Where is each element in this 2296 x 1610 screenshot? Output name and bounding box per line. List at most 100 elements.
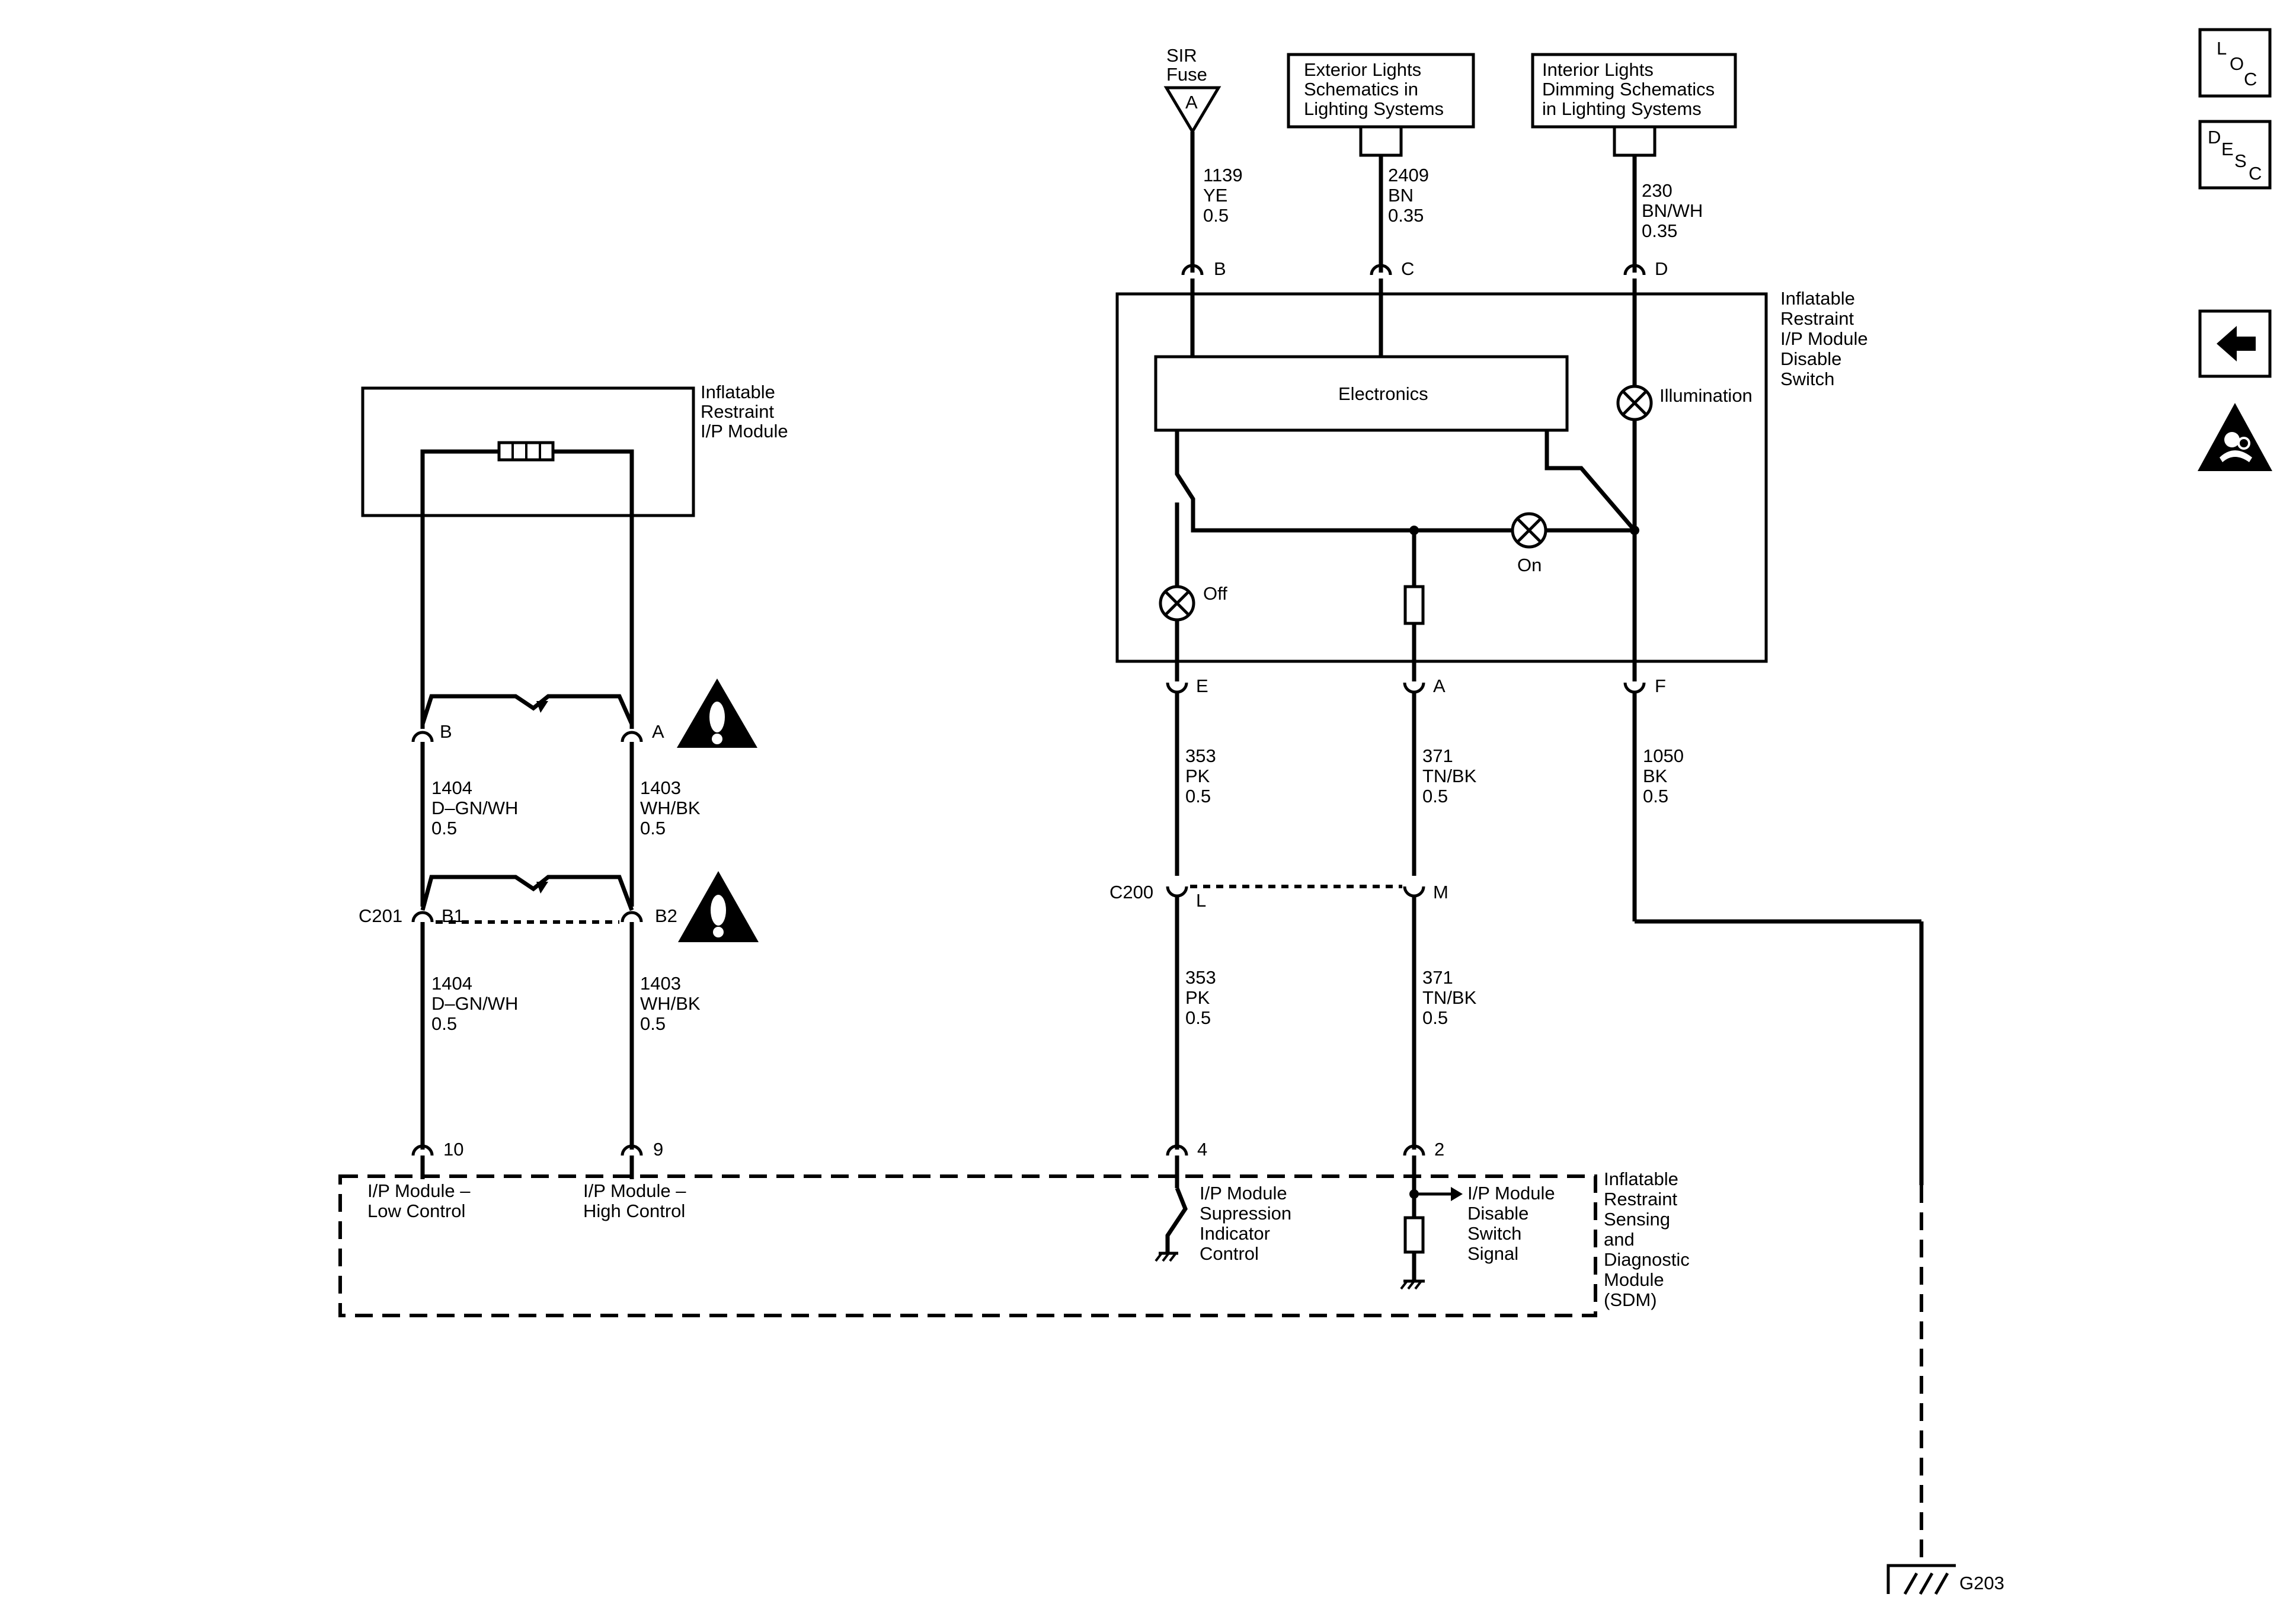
sdm-low-control-label: I/P Module – Low Control xyxy=(367,1180,471,1221)
sir-fuse-pin: A xyxy=(1185,92,1198,113)
desc-letter-s: S xyxy=(2234,151,2247,171)
svg-text:0.5: 0.5 xyxy=(1422,1007,1448,1028)
exterior-lights-reference-box[interactable]: Exterior Lights Schematics in Lighting S… xyxy=(1287,53,1475,129)
interior-lights-reference-box[interactable]: Interior Lights Dimming Schematics in Li… xyxy=(1531,53,1737,129)
wire-1403-lower-label: 1403 WH/BK 0.5 xyxy=(640,973,701,1034)
svg-text:WH/BK: WH/BK xyxy=(640,798,701,818)
loc-letter-l: L xyxy=(2217,38,2227,59)
svg-text:0.5: 0.5 xyxy=(640,1013,666,1034)
airbag-warning-icon[interactable] xyxy=(2198,403,2272,471)
switch-pin-d: D xyxy=(1655,258,1668,279)
svg-text:Schematics in: Schematics in xyxy=(1304,79,1418,100)
wire-1403-upper-label: 1403 WH/BK 0.5 xyxy=(640,777,701,838)
svg-text:Fuse: Fuse xyxy=(1166,64,1207,85)
warning-triangle-icon xyxy=(677,678,757,748)
desc-letter-d: D xyxy=(2208,127,2221,148)
svg-text:Restraint: Restraint xyxy=(1780,308,1854,329)
svg-text:371: 371 xyxy=(1422,745,1453,766)
svg-text:WH/BK: WH/BK xyxy=(640,993,701,1014)
svg-text:0.5: 0.5 xyxy=(1203,205,1229,226)
wire-353-lower-label: 353 PK 0.5 xyxy=(1185,967,1216,1028)
loc-nav-button[interactable]: L O C xyxy=(2198,28,2272,98)
svg-text:0.35: 0.35 xyxy=(1642,220,1677,241)
off-lamp-icon xyxy=(1159,585,1195,622)
svg-text:Control: Control xyxy=(1200,1243,1259,1264)
sir-fuse: SIR Fuse A xyxy=(1163,45,1221,135)
sdm-pins: 10 9 4 2 xyxy=(411,1139,1444,1160)
svg-text:Diagnostic: Diagnostic xyxy=(1604,1249,1690,1270)
svg-text:YE: YE xyxy=(1203,185,1227,206)
electronics-block: Electronics xyxy=(1154,355,1569,432)
svg-text:1403: 1403 xyxy=(640,777,681,798)
svg-text:Disable: Disable xyxy=(1780,348,1841,369)
svg-text:(SDM): (SDM) xyxy=(1604,1289,1657,1310)
svg-text:Signal: Signal xyxy=(1467,1243,1518,1264)
illumination-lamp-icon xyxy=(1616,385,1653,421)
c200-pin-m: M xyxy=(1433,882,1448,902)
pin-b-module: B xyxy=(411,721,452,742)
ip-module-label-line3: I/P Module xyxy=(701,421,788,441)
wire-1050-label: 1050 BK 0.5 xyxy=(1643,745,1684,806)
sdm-suppression-label: I/P Module Supression Indicator Control xyxy=(1200,1183,1291,1264)
svg-text:1139: 1139 xyxy=(1203,165,1243,185)
svg-text:BK: BK xyxy=(1643,766,1668,786)
svg-text:Interior Lights: Interior Lights xyxy=(1542,59,1654,80)
pin-a-label: A xyxy=(652,721,664,742)
sdm-high-control-label: I/P Module – High Control xyxy=(583,1180,686,1221)
svg-text:371: 371 xyxy=(1422,967,1453,988)
svg-text:PK: PK xyxy=(1185,987,1210,1008)
switch-pin-e: E xyxy=(1196,676,1208,696)
svg-text:Inflatable: Inflatable xyxy=(1780,288,1855,309)
wire-2409-label: 2409 BN 0.35 xyxy=(1388,165,1429,226)
wire-353-upper-label: 353 PK 0.5 xyxy=(1185,745,1216,806)
c201-pin-b1: B1 xyxy=(442,905,464,926)
svg-text:1403: 1403 xyxy=(640,973,681,994)
svg-text:I/P Module: I/P Module xyxy=(1780,328,1868,349)
loc-letter-c: C xyxy=(2244,69,2257,89)
wire-1404-lower-label: 1404 D–GN/WH 0.5 xyxy=(431,973,518,1034)
svg-text:Lighting Systems: Lighting Systems xyxy=(1304,98,1444,119)
module-connector-shorting-bar xyxy=(420,694,634,725)
on-label: On xyxy=(1517,555,1542,575)
switch-pin-a: A xyxy=(1433,676,1446,696)
svg-text:I/P Module: I/P Module xyxy=(1467,1183,1555,1204)
svg-text:Low Control: Low Control xyxy=(367,1201,465,1221)
pin-a-module: A xyxy=(621,721,664,742)
svg-text:0.5: 0.5 xyxy=(640,818,666,838)
svg-text:353: 353 xyxy=(1185,745,1216,766)
svg-text:High Control: High Control xyxy=(583,1201,685,1221)
chassis-ground-g203-icon xyxy=(1886,1564,1956,1595)
svg-text:D–GN/WH: D–GN/WH xyxy=(431,993,518,1014)
back-arrow-button[interactable] xyxy=(2198,309,2272,378)
wire-371-lower-label: 371 TN/BK 0.5 xyxy=(1422,967,1477,1028)
ip-module-component: Inflatable Restraint I/P Module xyxy=(361,382,788,729)
ground-symbol-icon xyxy=(1400,1279,1425,1290)
svg-text:0.5: 0.5 xyxy=(1185,786,1211,806)
sdm-disable-signal-label: I/P Module Disable Switch Signal xyxy=(1467,1183,1555,1264)
sdm-module: Inflatable Restraint Sensing and Diagnos… xyxy=(338,1169,1690,1317)
warning-triangle-icon xyxy=(678,871,759,942)
svg-text:I/P Module: I/P Module xyxy=(1200,1183,1287,1204)
resistor-icon xyxy=(1403,585,1425,625)
svg-text:230: 230 xyxy=(1642,180,1673,201)
signal-arrow-icon xyxy=(1451,1187,1463,1201)
svg-text:Restraint: Restraint xyxy=(1604,1189,1677,1209)
desc-nav-button[interactable]: D E S C xyxy=(2198,120,2272,190)
switch-pins-bottom: E A F xyxy=(1166,676,1666,696)
svg-text:I/P Module –: I/P Module – xyxy=(583,1180,686,1201)
svg-text:Switch: Switch xyxy=(1467,1223,1521,1244)
ground-symbol-icon xyxy=(1155,1251,1178,1262)
svg-text:Inflatable: Inflatable xyxy=(1604,1169,1678,1189)
c200-connector: C200 L M xyxy=(1109,882,1448,911)
svg-text:0.5: 0.5 xyxy=(1422,786,1448,806)
wire-230-label: 230 BN/WH 0.35 xyxy=(1642,180,1703,241)
c200-name: C200 xyxy=(1109,882,1153,902)
wire-1139-label: 1139 YE 0.5 xyxy=(1203,165,1243,226)
svg-text:Supression: Supression xyxy=(1200,1203,1291,1224)
back-arrow-icon xyxy=(2217,326,2256,361)
svg-text:D–GN/WH: D–GN/WH xyxy=(431,798,518,818)
svg-text:0.5: 0.5 xyxy=(431,818,457,838)
ground-g203-label: G203 xyxy=(1959,1573,2004,1593)
svg-text:TN/BK: TN/BK xyxy=(1422,987,1477,1008)
